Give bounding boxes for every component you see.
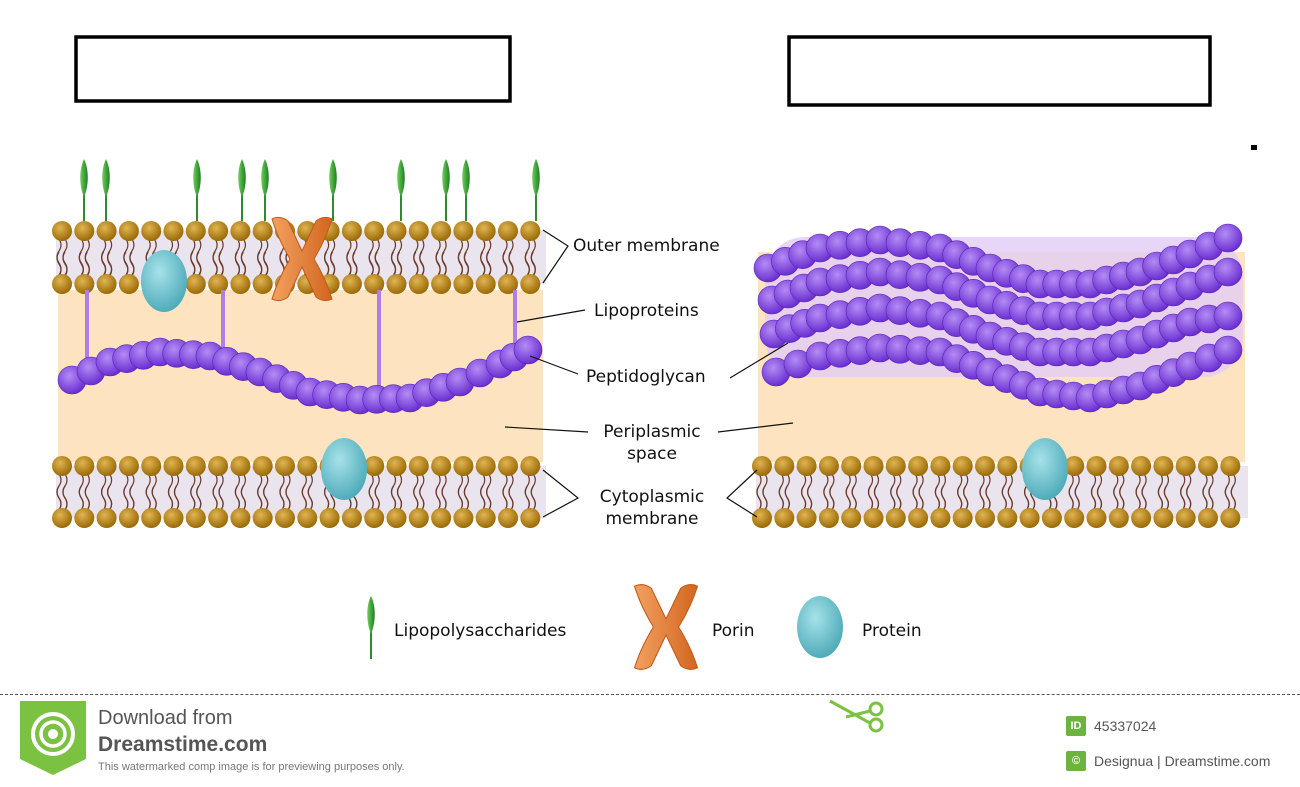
- image-id: 45337024: [1094, 717, 1157, 734]
- legend-porin-label: Porin: [712, 621, 755, 641]
- label-peptidoglycan: Peptidoglycan: [586, 367, 706, 387]
- image-id-row: ID 45337024: [1066, 715, 1156, 737]
- id-badge: ID: [1066, 715, 1086, 736]
- dreamstime-logo-icon: [20, 701, 86, 775]
- label-outer-membrane: Outer membrane: [573, 236, 720, 256]
- leader-periplasm-right: [717, 422, 794, 433]
- legend-lps-label: Lipopolysaccharides: [394, 621, 566, 641]
- lipoproteins: [85, 290, 517, 392]
- protein: [141, 250, 187, 312]
- leader-peptidoglycan-right: [729, 342, 789, 379]
- leader-cytoplasmic-right: [726, 469, 758, 518]
- lipopolysaccharides-left: [80, 159, 540, 221]
- legend-protein-icon: [797, 596, 843, 658]
- leader-peptidoglycan-left: [529, 355, 579, 375]
- watermark-note: This watermarked comp image is for previ…: [98, 761, 405, 773]
- legend: Lipopolysaccharides Porin Protein: [367, 584, 922, 670]
- cytoplasmic-membrane-left: [52, 456, 546, 528]
- cytoplasmic-membrane-right: [752, 456, 1248, 528]
- leader-cytoplasmic-left: [542, 469, 580, 518]
- leader-lipoproteins: [516, 309, 586, 323]
- legend-lps-icon: [367, 596, 375, 659]
- peptidoglycan-left: [57, 335, 543, 415]
- porin: [271, 216, 333, 302]
- legend-porin-icon: [633, 584, 699, 670]
- download-from-text: Download from: [98, 707, 233, 729]
- label-membrane: membrane: [605, 509, 698, 529]
- protein: [1022, 438, 1068, 500]
- leader-lines: [504, 229, 794, 518]
- leader-outer-membrane: [542, 229, 569, 284]
- stray-mark: [1251, 145, 1257, 150]
- legend-protein-label: Protein: [862, 621, 922, 641]
- peptidoglycan-right: [753, 223, 1243, 413]
- label-lipoproteins: Lipoproteins: [594, 301, 699, 321]
- author-credit[interactable]: Designua | Dreamstime.com: [1094, 752, 1271, 769]
- label-periplasmic: Periplasmic: [603, 422, 700, 442]
- copyright-badge: ©: [1066, 750, 1086, 771]
- label-cytoplasmic: Cytoplasmic: [600, 487, 704, 507]
- watermark-footer: Download from Dreamstime.com This waterm…: [0, 694, 1300, 787]
- leader-periplasm-left: [504, 426, 589, 433]
- dreamstime-link[interactable]: Dreamstime.com: [98, 733, 268, 756]
- protein: [321, 438, 367, 500]
- title-box-left: [74, 35, 512, 103]
- label-space: space: [627, 444, 677, 464]
- title-box-right: [787, 35, 1212, 107]
- credit-row: © Designua | Dreamstime.com: [1066, 750, 1270, 772]
- scissors-icon: [829, 699, 884, 733]
